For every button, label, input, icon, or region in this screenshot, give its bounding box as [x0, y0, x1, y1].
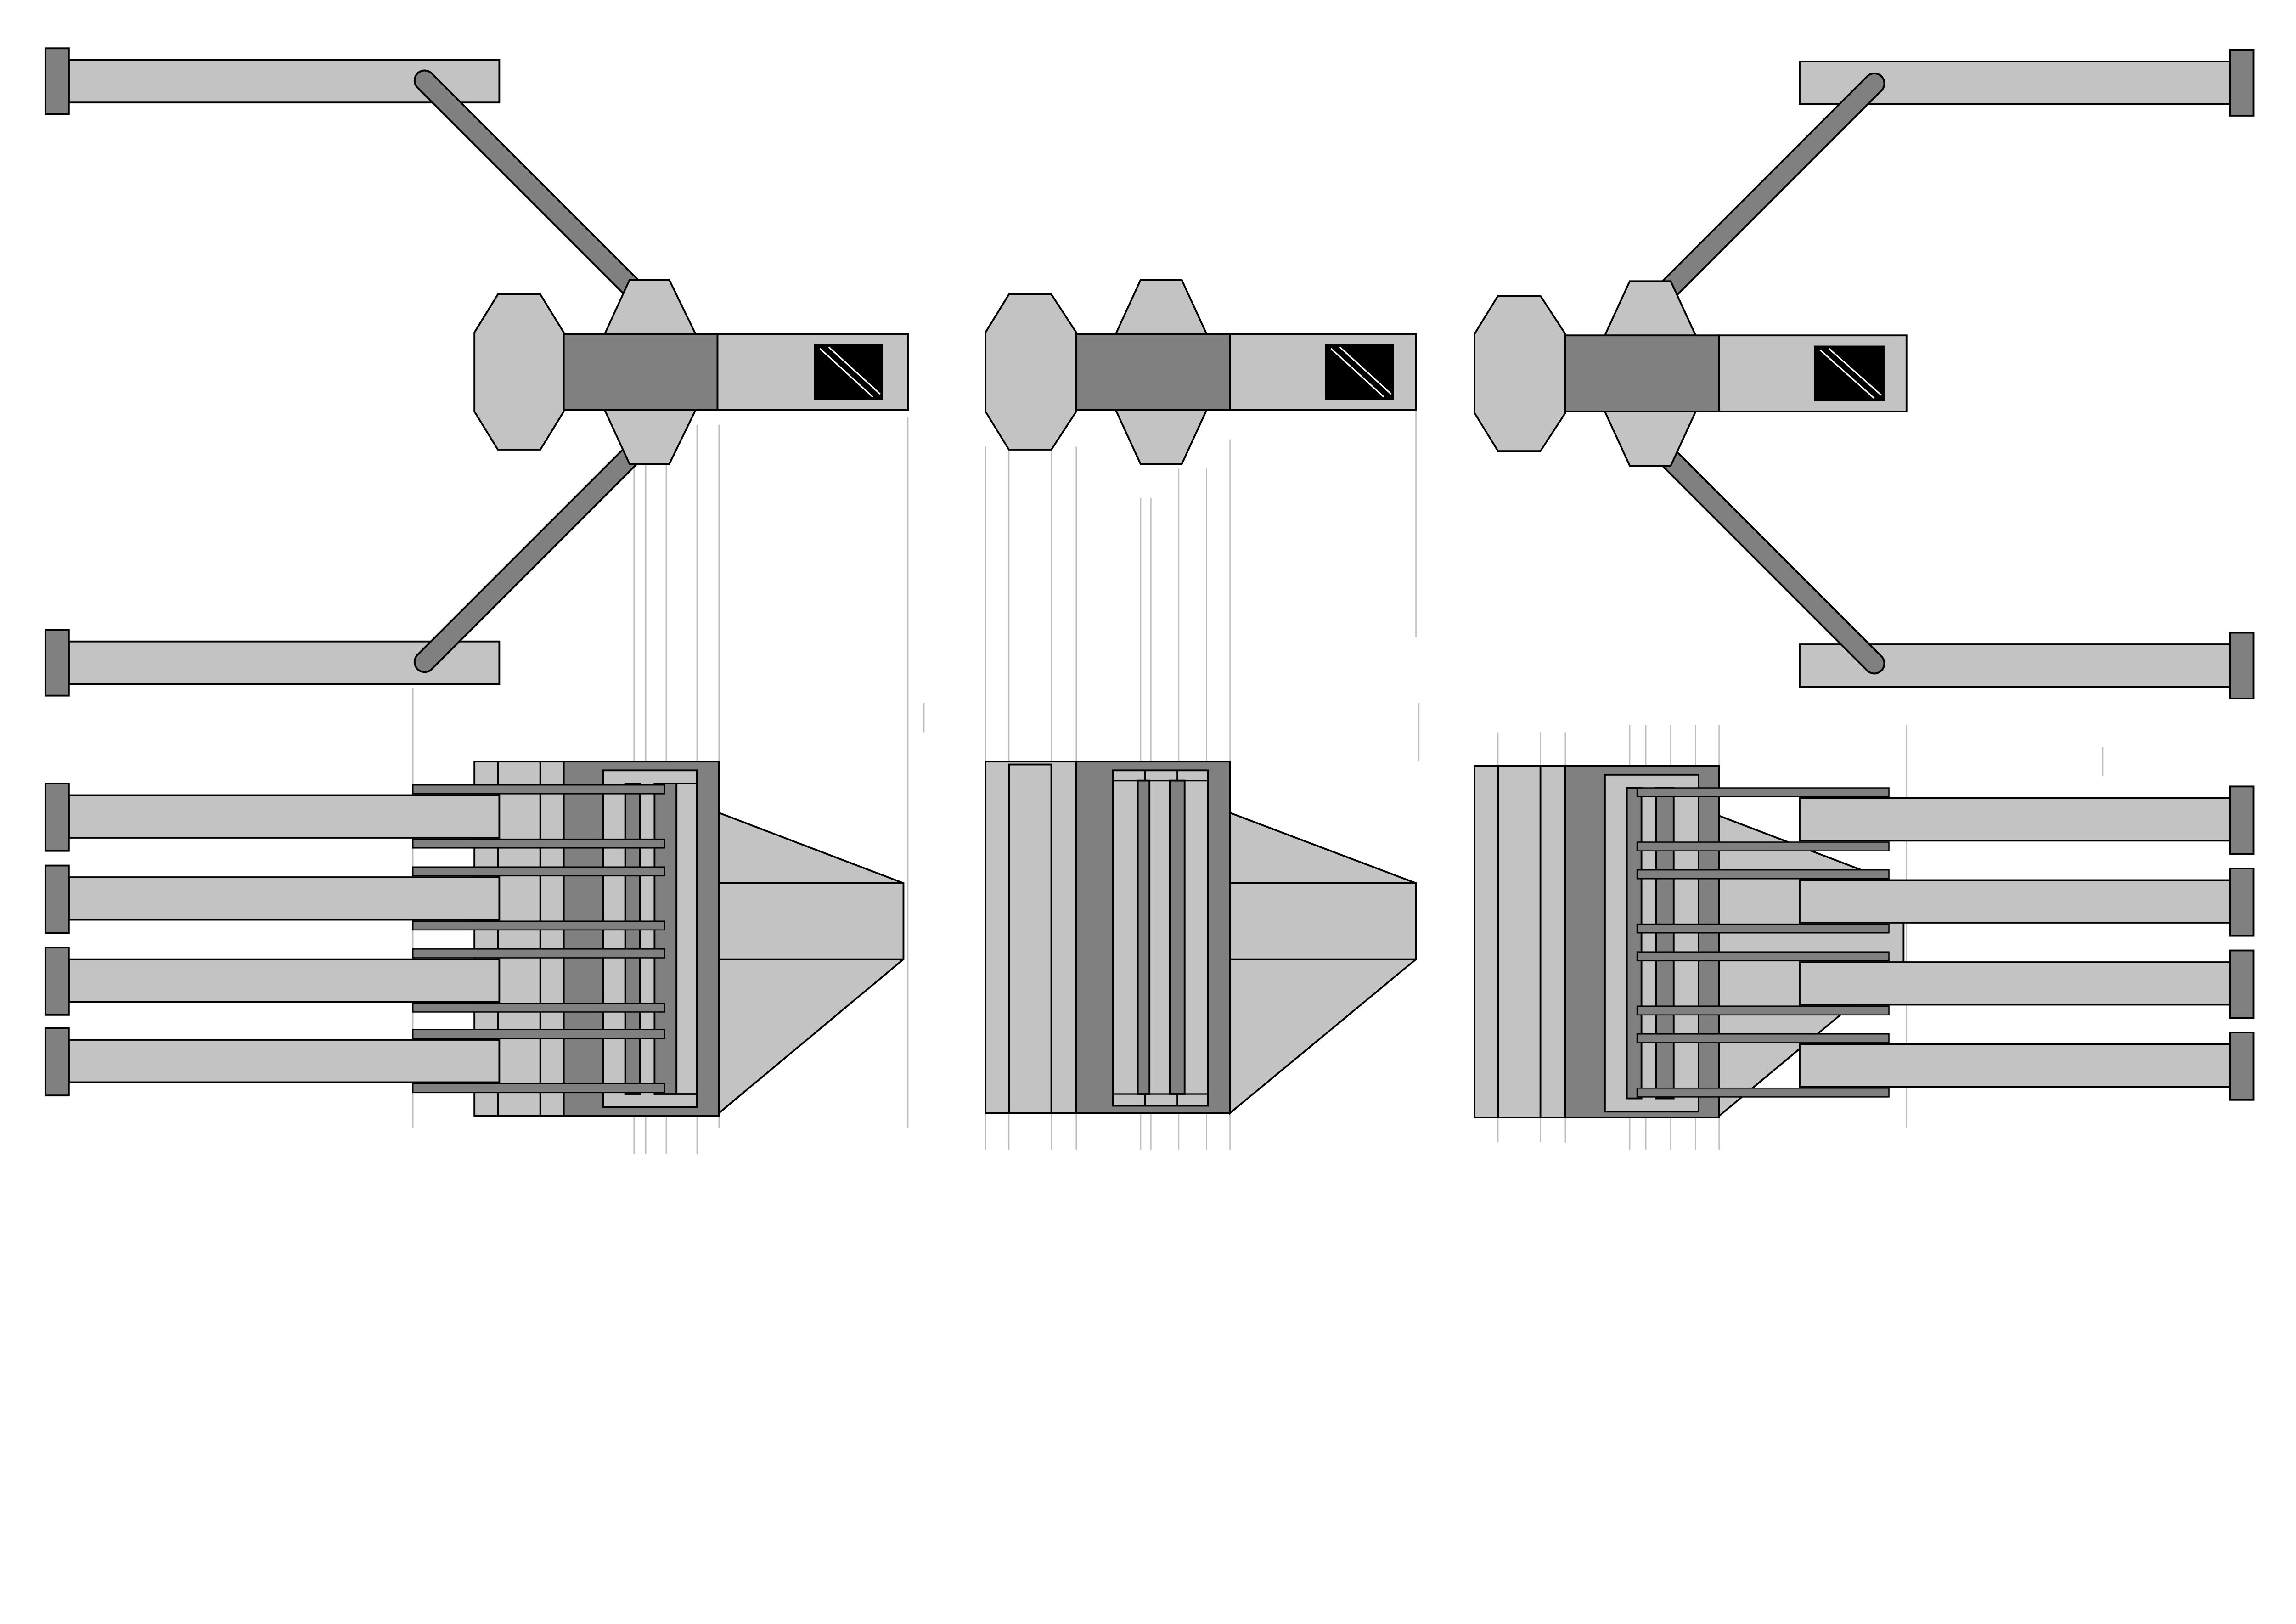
body-core: [563, 333, 719, 411]
strut: [1660, 449, 1884, 673]
arm-bar: [1799, 1043, 2231, 1088]
roller-frame: [1112, 769, 1209, 1107]
rod: [412, 838, 665, 849]
arm-endcap: [2229, 949, 2255, 1019]
top-view-left: [44, 47, 909, 697]
technical-drawing: [44, 47, 2255, 1154]
nose-cone: [1229, 811, 1417, 1115]
bottom-view-middle: [985, 761, 1417, 1115]
strut: [415, 71, 642, 298]
window-glint: [819, 348, 873, 398]
strut: [1660, 74, 1884, 298]
arm-bar: [1799, 797, 2231, 842]
bottom-view-right: [1474, 765, 2255, 1118]
arm-endcap: [2229, 49, 2255, 117]
octagon-pod: [985, 293, 1077, 451]
rod: [1636, 1033, 1890, 1043]
body-stripe: [1497, 765, 1542, 1118]
bottom-view-left: [44, 761, 905, 1117]
rod: [412, 1083, 665, 1094]
roller: [675, 783, 698, 1095]
top-view-middle: [985, 279, 1417, 465]
arm-endcap: [44, 783, 70, 852]
rod: [1636, 869, 1890, 880]
roller: [1137, 779, 1151, 1095]
roller: [624, 783, 641, 1095]
window-glint: [1828, 348, 1882, 396]
rod: [1636, 923, 1890, 934]
hex-bottom: [1114, 409, 1208, 465]
arm-bar: [68, 876, 501, 921]
rod: [412, 920, 665, 931]
rod: [412, 1003, 665, 1013]
roller: [1169, 779, 1186, 1095]
window-glint: [828, 346, 881, 395]
window-glint: [1330, 348, 1384, 398]
octagon-pod: [473, 293, 565, 451]
arm-bar: [68, 794, 501, 839]
top-view-right: [1474, 49, 2255, 699]
arm-endcap: [44, 864, 70, 934]
strut: [415, 445, 642, 671]
hex-top: [1114, 279, 1208, 335]
arm-endcap: [2229, 868, 2255, 937]
roller-frame: [1604, 773, 1699, 1113]
rod: [1636, 787, 1890, 797]
arm-bar: [1799, 879, 2231, 924]
rod: [412, 1029, 665, 1039]
roller: [653, 783, 678, 1095]
rod: [412, 866, 665, 877]
arm-endcap: [2229, 1032, 2255, 1101]
body-stripe: [497, 761, 541, 1117]
arm-endcap: [44, 947, 70, 1016]
rod: [1636, 1005, 1890, 1016]
rod: [412, 784, 665, 795]
window-glint: [1339, 346, 1392, 395]
body-stripe: [1008, 763, 1052, 1114]
arm-endcap: [44, 629, 70, 697]
rod: [1636, 951, 1890, 962]
arm-endcap: [44, 1027, 70, 1097]
arm-endcap: [2229, 785, 2255, 855]
window-glint: [1819, 349, 1875, 399]
rod: [412, 948, 665, 959]
rod: [1636, 841, 1890, 851]
arm-bar: [1799, 961, 2231, 1006]
arm-bar: [68, 958, 501, 1003]
rod: [1636, 1087, 1890, 1098]
roller: [1655, 787, 1675, 1100]
arm-endcap: [44, 47, 70, 115]
octagon-pod: [1474, 295, 1566, 452]
nose-cone: [718, 811, 905, 1115]
body-core: [1075, 333, 1231, 411]
roller: [1626, 787, 1643, 1100]
body-core: [1564, 334, 1720, 412]
arm-endcap: [2229, 632, 2255, 699]
arm-bar: [68, 1039, 501, 1083]
